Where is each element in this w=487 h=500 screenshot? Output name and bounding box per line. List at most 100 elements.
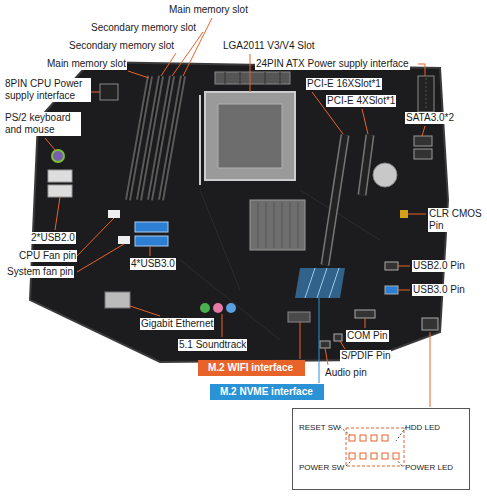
m2-slot [317, 268, 327, 298]
front-panel-pinout [340, 427, 406, 466]
io-ports [135, 222, 168, 232]
vrm-heatsink [280, 72, 281, 84]
part-label: 5.1 Soundtrack [178, 339, 247, 351]
front-panel-pinout [382, 453, 388, 459]
circuit-board [200, 190, 240, 290]
leader-line [362, 109, 368, 134]
cmos-battery [400, 210, 408, 218]
front-panel-pinout [360, 453, 366, 459]
front-panel-pinout [371, 453, 377, 459]
io-ports [105, 292, 130, 308]
interface-badge: M.2 NVME interface [210, 384, 324, 400]
m2-slot [295, 268, 345, 298]
sata-port [414, 136, 432, 159]
pcie-slot [362, 135, 370, 195]
pinout-box: RESET SWHDD LEDPOWER SWPOWER LED [292, 408, 470, 490]
m2-slot [305, 268, 315, 298]
pin-header [108, 210, 438, 348]
io-ports [135, 236, 168, 246]
io-ports [52, 150, 64, 162]
io-ports [226, 303, 236, 313]
leader-line [422, 126, 425, 136]
io-ports [213, 303, 223, 313]
cmos-battery [373, 163, 408, 218]
chipset-heatsink [298, 202, 299, 248]
m2-slot [288, 268, 345, 322]
part-label: USB2.0 Pin [412, 260, 466, 272]
atx-connector [418, 76, 434, 112]
cpu-power-connector [100, 84, 118, 100]
pin-name: HDD LED [405, 423, 440, 433]
atx-connector [418, 76, 434, 112]
part-label: 4*USB3.0 [130, 258, 176, 270]
chipset-heatsink [274, 202, 275, 248]
cpu-socket [205, 92, 295, 180]
leader-line [77, 218, 114, 256]
pin-header [422, 318, 438, 330]
part-label: Main memory slot [168, 4, 249, 16]
part-label: S/PDIF Pin [340, 350, 391, 362]
front-panel-pinout [346, 428, 404, 466]
leader-line [150, 246, 151, 256]
interface-badge: M.2 WIFI interface [198, 360, 305, 376]
memory-slot [128, 76, 150, 200]
part-label: Secondary memory slot [68, 40, 175, 52]
pin-name: RESET SW [299, 423, 341, 433]
leader-line [161, 53, 176, 76]
leader-line [340, 341, 345, 349]
leader-line [365, 318, 366, 328]
front-panel-pinout [393, 453, 399, 459]
io-ports [200, 303, 210, 313]
part-label: LGA2011 V3/V4 Slot [222, 40, 316, 52]
chipset-heatsink [258, 202, 259, 248]
pin-name: POWER LED [405, 463, 453, 473]
leader-line [398, 266, 410, 267]
leader-line [128, 71, 149, 78]
leader-line [55, 197, 60, 230]
leader-line [45, 138, 55, 150]
leader-line [130, 306, 160, 316]
circuit-board [30, 62, 448, 362]
part-label: CLR CMOS Pin [428, 208, 484, 232]
front-panel-pinout [360, 435, 366, 441]
part-label: CPU Fan pin [18, 250, 77, 262]
cmos-battery [373, 163, 397, 187]
pin-header [385, 286, 398, 294]
sata-port [414, 149, 432, 159]
part-label: PS/2 keyboard and mouse [4, 112, 81, 136]
part-label: SATA3.0*2 [405, 112, 455, 124]
front-panel-pinout [371, 435, 377, 441]
part-label: 24PIN ATX Power supply interface [255, 58, 410, 70]
part-label: PCI-E 4XSlot*1 [326, 95, 396, 107]
leader-line [430, 332, 431, 407]
pcie-slot [362, 135, 370, 195]
vrm-heatsink [265, 72, 266, 84]
vrm-heatsink [215, 72, 290, 84]
io-ports [48, 170, 72, 182]
front-panel-pinout [340, 427, 350, 435]
front-panel-pinout [397, 460, 402, 466]
memory-slot [139, 76, 161, 200]
leader-line [172, 32, 203, 76]
pin-header [334, 334, 342, 341]
chipset-heatsink [282, 202, 283, 248]
circuit-board [300, 190, 380, 240]
m2-slot [288, 312, 310, 322]
circuit-board [30, 62, 448, 362]
cpu-power-connector [100, 84, 118, 100]
pcie-slot [325, 135, 345, 265]
front-panel-pinout [349, 453, 355, 459]
part-label: PCI-E 16XSlot*1 [306, 78, 382, 90]
part-label: Secondary memory slot [90, 22, 197, 34]
interface-name: M.2 WIFI interface [208, 362, 295, 374]
memory-slot [150, 76, 172, 200]
memory-slot [150, 76, 172, 200]
part-label: Gigabit Ethernet [140, 318, 214, 330]
memory-slot [161, 76, 183, 200]
m2-slot [329, 268, 339, 298]
atx-connector [426, 78, 427, 110]
cpu-socket [200, 92, 295, 185]
leader-line [319, 298, 320, 383]
leader-line [408, 214, 426, 215]
